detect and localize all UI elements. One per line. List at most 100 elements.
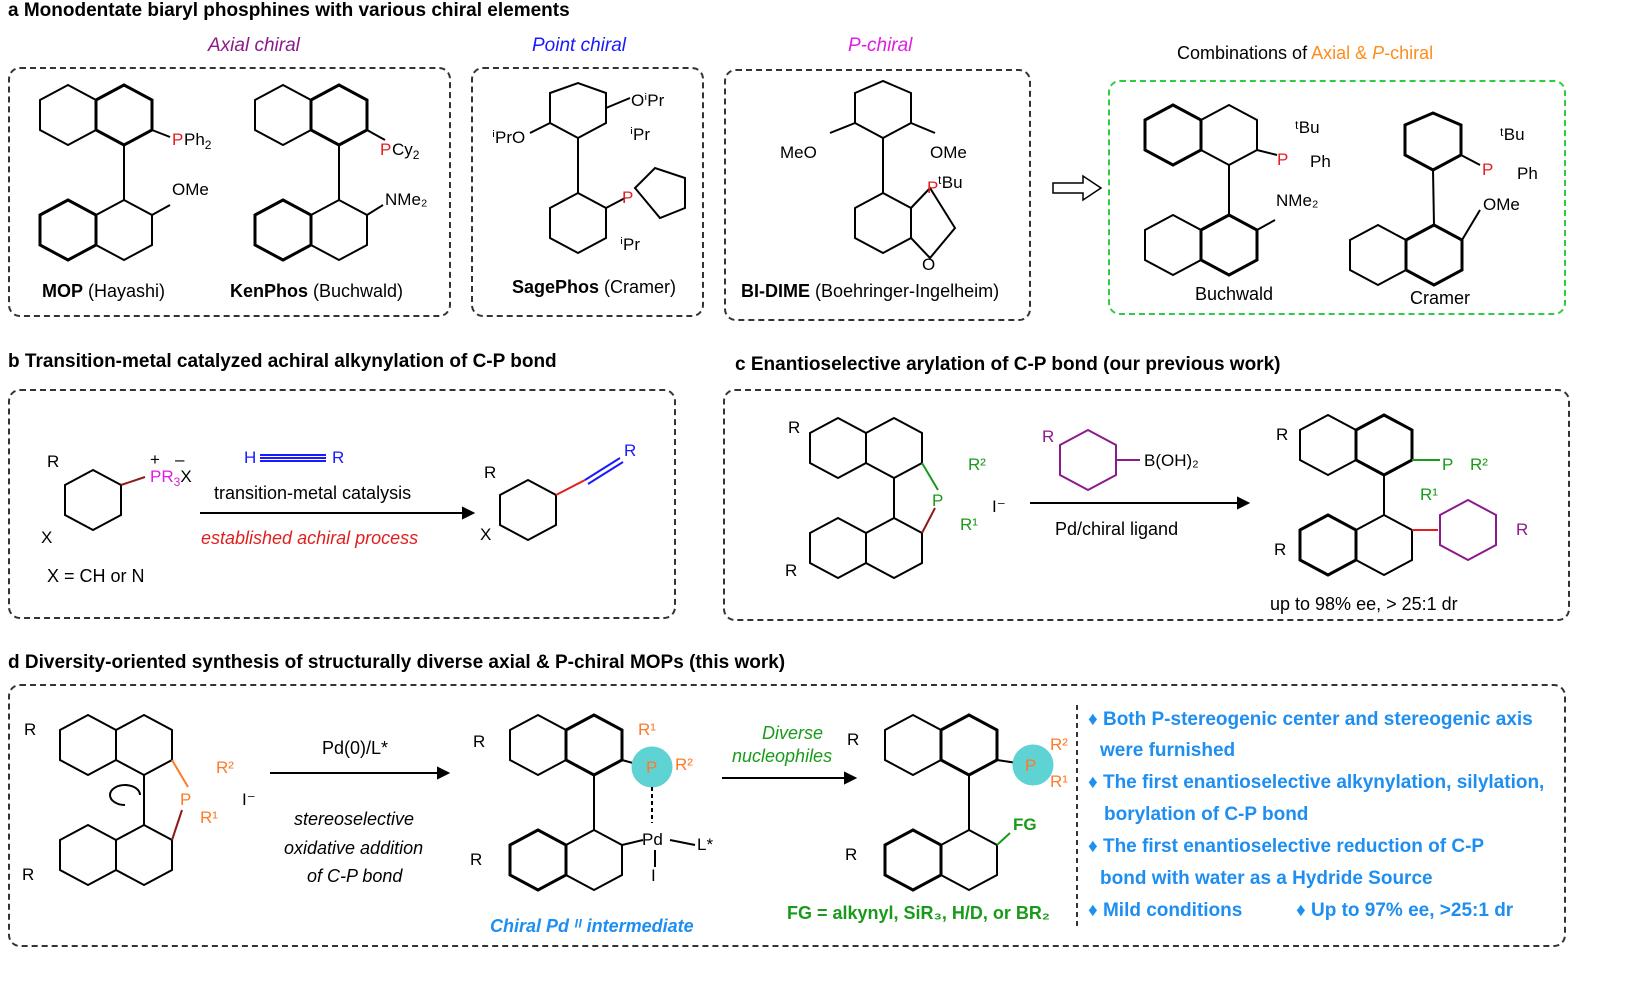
cramer-tbu-label: ᵗBu bbox=[1500, 125, 1525, 144]
panel-d-box bbox=[8, 684, 1566, 947]
panel-c-r-top: R bbox=[788, 418, 800, 437]
cramer-ome-label: OMe bbox=[1483, 195, 1520, 214]
kenphos-p-label: P bbox=[380, 140, 391, 159]
panel-b-minus-label: – bbox=[175, 450, 185, 469]
panel-b-r-label: R bbox=[47, 452, 59, 471]
combination-axial: Axial & bbox=[1311, 43, 1373, 63]
panel-d-int-lstar: L* bbox=[697, 835, 713, 854]
bidime-p-label: P bbox=[927, 178, 938, 197]
panel-b-pr3x-label: PR3X bbox=[150, 467, 192, 489]
panel-b-x-definition: X = CH or N bbox=[47, 566, 145, 586]
mop-ph2-label: Ph2 bbox=[184, 130, 212, 152]
category-p-chiral: P-chiral bbox=[848, 35, 913, 56]
buchwald-caption: Buchwald bbox=[1195, 284, 1274, 304]
sagephos-ipro-label: ⁱPrO bbox=[492, 128, 525, 147]
bidime-o-label: O bbox=[922, 255, 935, 274]
panel-d-int-r-bottom: R bbox=[470, 850, 482, 869]
bidime-structure: MeO OMe P ᵗBu O bbox=[780, 79, 967, 274]
bidime-caption: BI-DIME (Boehringer-Ingelheim) bbox=[741, 281, 999, 302]
panel-d-step1-line2: oxidative addition bbox=[284, 838, 424, 858]
panel-c-r2-label: R² bbox=[968, 455, 986, 474]
cramer-p-label: P bbox=[1482, 160, 1493, 179]
panel-c-p-label: P bbox=[932, 491, 943, 510]
panel-c-reactant: R R P R² R¹ I⁻ bbox=[785, 416, 1006, 580]
buchwald-combo-structure: P ᵗBu Ph NMe₂ bbox=[1143, 103, 1331, 277]
panel-d-prod-r-top: R bbox=[847, 730, 859, 749]
panel-d-reactant: R R P R² R¹ I⁻ bbox=[22, 713, 256, 887]
panel-d-int-i: I bbox=[651, 866, 656, 885]
panel-c-heading: c Enantioselective arylation of C-P bond… bbox=[735, 354, 1281, 375]
combination-title: Combinations of Axial & P-chiral bbox=[1177, 43, 1433, 64]
panel-b-reactant: R X PR3X + – bbox=[41, 450, 192, 547]
combination-box bbox=[1108, 80, 1566, 315]
bullet-line-5: ♦ The first enantioselective reduction o… bbox=[1088, 836, 1485, 857]
axial-chiral-box bbox=[8, 67, 451, 317]
mop-name: MOP bbox=[42, 281, 84, 301]
panel-d-prod-r-bottom: R bbox=[845, 845, 857, 864]
panel-b-product-r-end-label: R bbox=[624, 441, 636, 460]
combination-p: P bbox=[1372, 43, 1385, 63]
panel-c-result: up to 98% ee, > 25:1 dr bbox=[1270, 594, 1458, 614]
panel-a-heading: a Monodentate biaryl phosphines with var… bbox=[8, 0, 570, 21]
kenphos-structure: P Cy2 NMe₂ bbox=[253, 83, 428, 262]
bullet-line-2: were furnished bbox=[1100, 740, 1236, 761]
buchwald-p-label: P bbox=[1277, 150, 1288, 169]
p-chiral-box bbox=[724, 69, 1031, 321]
bullet-line-6: bond with water as a Hydride Source bbox=[1100, 868, 1433, 889]
sagephos-p-label: P bbox=[622, 188, 633, 207]
point-chiral-box bbox=[471, 67, 704, 317]
panel-d-r1-label: R¹ bbox=[200, 808, 218, 827]
panel-d-r-top: R bbox=[24, 720, 36, 739]
panel-d-p-label: P bbox=[180, 790, 191, 809]
panel-b-product: R X R bbox=[480, 441, 636, 544]
combination-prefix: Combinations of bbox=[1177, 43, 1312, 63]
sagephos-ipr-top-label: ⁱPr bbox=[630, 125, 650, 144]
panel-d-int-r-top: R bbox=[473, 732, 485, 751]
bidime-author: (Boehringer-Ingelheim) bbox=[810, 281, 1000, 301]
panel-d-prod-r1: R¹ bbox=[1050, 772, 1068, 791]
panel-b-x-label: X bbox=[41, 528, 52, 547]
bidime-name: BI-DIME bbox=[741, 281, 810, 301]
cramer-combo-structure: P ᵗBu Ph OMe bbox=[1349, 111, 1538, 287]
panel-b-reaction-arrow bbox=[200, 506, 476, 520]
panel-c-i-label: I⁻ bbox=[992, 497, 1006, 516]
kenphos-cy2-label: Cy2 bbox=[392, 140, 420, 162]
panel-b-process: established achiral process bbox=[201, 528, 419, 548]
cramer-caption: Cramer bbox=[1410, 288, 1471, 308]
panel-d-r-bottom: R bbox=[22, 865, 34, 884]
mop-structure: P Ph2 OMe bbox=[38, 83, 212, 262]
bullet-line-7: ♦ Mild conditions bbox=[1088, 900, 1243, 921]
combination-chiral: -chiral bbox=[1384, 43, 1434, 63]
panel-b-box bbox=[8, 389, 676, 619]
buchwald-ph-label: Ph bbox=[1310, 152, 1331, 171]
bullet-line-1: ♦ Both P-stereogenic center and stereoge… bbox=[1088, 709, 1533, 730]
sagephos-author: (Cramer) bbox=[599, 277, 677, 297]
bidime-ome-label: OMe bbox=[930, 143, 967, 162]
mop-p-label: P bbox=[172, 130, 183, 149]
panel-c-product-r-bottom: R bbox=[1274, 540, 1286, 559]
panel-c-r-bottom: R bbox=[785, 561, 797, 580]
panel-d-int-r2: R² bbox=[675, 755, 693, 774]
bidime-meo-label: MeO bbox=[780, 143, 817, 162]
mop-ome-label: OMe bbox=[172, 180, 209, 199]
sagephos-structure: OⁱPr ⁱPrO P ⁱPr ⁱPr bbox=[492, 81, 686, 255]
panel-d-catalyst: Pd(0)/L* bbox=[322, 738, 389, 758]
bullet-line-3: ♦ The first enantioselective alkynylatio… bbox=[1088, 772, 1545, 793]
panel-b-conditions: transition-metal catalysis bbox=[214, 483, 412, 503]
panel-d-int-pd: Pd bbox=[642, 830, 663, 849]
panel-d-separator bbox=[1076, 705, 1078, 930]
buchwald-nme2-label: NMe₂ bbox=[1276, 191, 1319, 210]
sagephos-oipr-label: OⁱPr bbox=[631, 91, 665, 110]
panel-d-diverse-line2: nucleophiles bbox=[732, 746, 833, 766]
panel-d-int-r1: R¹ bbox=[638, 720, 656, 739]
panel-d-arrow-1 bbox=[270, 766, 451, 780]
buchwald-tbu-label: ᵗBu bbox=[1295, 118, 1320, 137]
mop-caption: MOP (Hayashi) bbox=[42, 281, 165, 302]
bullet-line-4: borylation of C-P bond bbox=[1104, 804, 1309, 825]
kenphos-nme2-label: NMe₂ bbox=[385, 190, 428, 209]
panel-d-product: R R P R² R¹ FG bbox=[845, 713, 1068, 892]
panel-c-reaction-arrow bbox=[1030, 496, 1251, 510]
bullet-line-8: ♦ Up to 97% ee, >25:1 dr bbox=[1296, 900, 1514, 921]
sagephos-name: SagePhos bbox=[512, 277, 600, 297]
panel-d-intermediate: R R P R¹ R² Pd L* I bbox=[470, 713, 713, 892]
